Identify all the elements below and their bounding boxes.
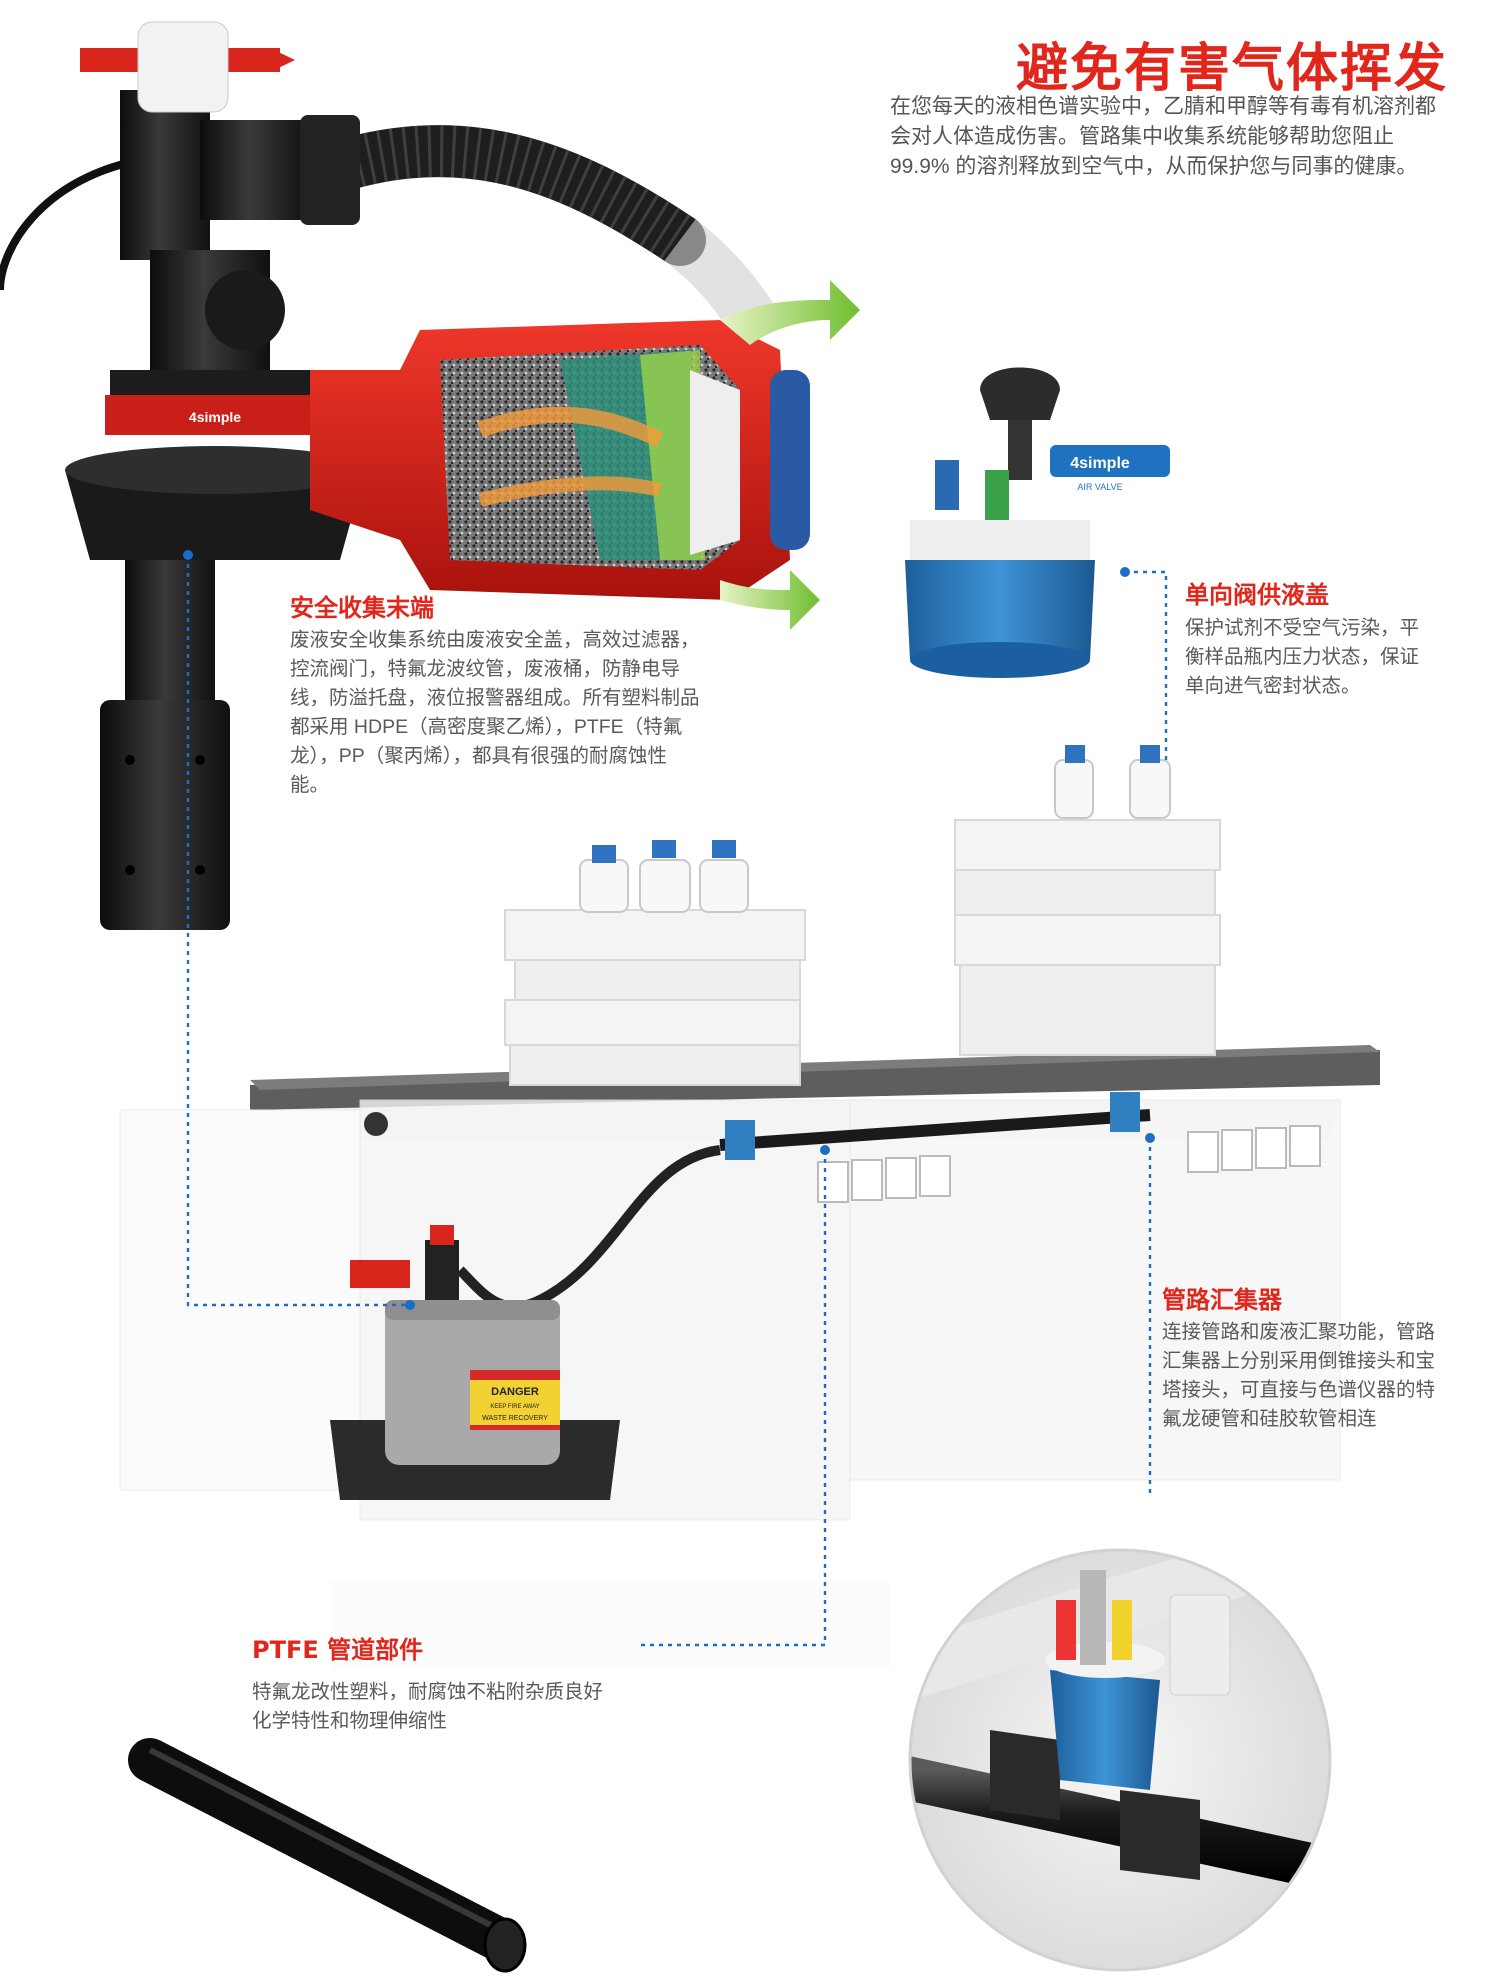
manifold-body: 连接管路和废液汇聚功能，管路汇集器上分别采用倒锥接头和宝塔接头，可直接与色谱仪器… bbox=[1162, 1321, 1436, 1430]
page-title: 避免有害气体挥发 bbox=[1015, 39, 1448, 99]
drum-waste-recovery-label: WASTE RECOVERY bbox=[482, 1415, 548, 1422]
cap-brand-label: 4simple bbox=[189, 409, 241, 425]
ptfe-parts-body: 特氟龙改性塑料，耐腐蚀不粘附杂质良好化学特性和物理伸缩性 bbox=[252, 1681, 604, 1732]
manifold-title: 管路汇集器 bbox=[1162, 1286, 1282, 1314]
check-valve-cap-title: 单向阀供液盖 bbox=[1185, 581, 1329, 609]
intro-paragraph: 在您每天的液相色谱实验中，乙腈和甲醇等有毒有机溶剂都会对人体造成伤害。管路集中收… bbox=[890, 95, 1436, 178]
valve-tag-air-valve: AIR VALVE bbox=[1077, 482, 1122, 492]
check-valve-cap-body: 保护试剂不受空气污染，平衡样品瓶内压力状态，保证单向进气密封状态。 bbox=[1185, 617, 1420, 697]
safety-terminal-body: 废液安全收集系统由废液安全盖，高效过滤器，控流阀门，特氟龙波纹管，废液桶，防静电… bbox=[290, 629, 700, 796]
ptfe-parts-title: PTFE 管道部件 bbox=[252, 1636, 424, 1664]
drum-keep-away-label: KEEP FIRE AWAY bbox=[490, 1404, 539, 1410]
valve-tag-brand: 4simple bbox=[1070, 455, 1130, 472]
drum-danger-label: DANGER bbox=[491, 1386, 539, 1398]
safety-terminal-title: 安全收集末端 bbox=[290, 594, 434, 622]
